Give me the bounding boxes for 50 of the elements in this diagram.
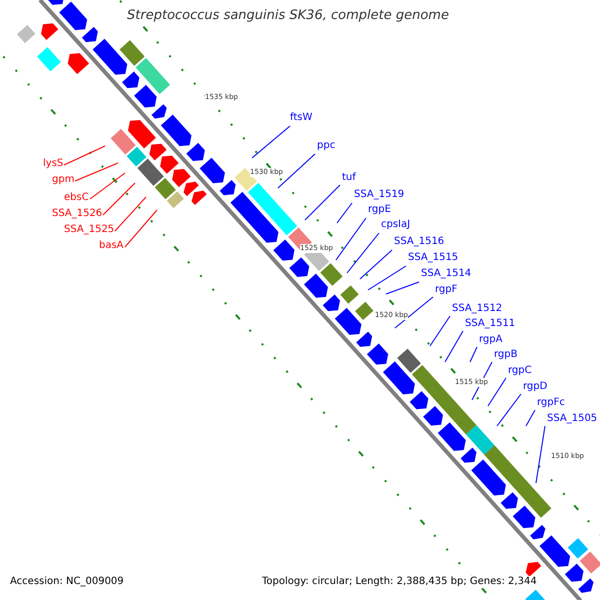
gene-label: SSA_1525 [64,224,114,236]
leader-line [536,426,546,484]
leader-line [346,232,380,274]
gene-label: SSA_1526 [52,208,102,220]
leader-line [470,346,478,362]
gene-label: SSA_1514 [421,268,472,280]
leader-line [368,266,406,290]
accession-text: Accession: NC_009009 [10,576,124,588]
leader-line [488,378,506,406]
leader-line [90,172,126,200]
gene-label: lysS [43,158,64,170]
gene-label: basA [99,240,124,252]
gene-label: tuf [342,172,356,184]
gene-label: SSA_1505 [547,413,598,425]
gene-label: SSA_1515 [408,252,458,264]
leader-line [394,296,434,328]
genome-info-text: Topology: circular; Length: 2,388,435 bp; Genes: 2,344 [262,576,537,588]
leader-line [74,162,118,182]
gene-label: SSA_1519 [354,189,404,201]
leader-line [64,146,106,166]
map-title: Streptococcus sanguinis SK36, complete genome [127,8,449,23]
leader-line [102,182,136,216]
gene-label: ppc [317,140,336,152]
leader-line [278,154,316,188]
leader-line [252,126,290,158]
gene-label: ftsW [290,112,312,124]
gene-label: rgpE [368,204,391,216]
leader-line [496,394,522,426]
leader-line [114,196,146,232]
leader-line [360,250,392,280]
gene-label: SSA_1512 [452,303,502,315]
leader-line [336,202,352,224]
leader-line [444,330,464,362]
gene-label: gpm [52,174,74,186]
leader-line [124,210,158,248]
leader-line [304,184,340,220]
gene-label: SSA_1511 [465,318,516,330]
gene-label: rgpF [435,284,458,296]
gene-label: cpsIaJ [381,219,410,231]
gene-label: rgpFc [537,397,565,409]
gene-label: rgpD [523,381,548,393]
leader-line [386,282,420,294]
gene-label: SSA_1516 [394,236,444,248]
gene-label: rgpC [508,365,532,377]
gene-label: ebsC [64,192,89,204]
leader-line [526,410,536,426]
leader-line [430,316,450,346]
gene-label: rgpB [494,349,518,361]
leader-line [336,218,366,260]
gene-label: rgpA [479,334,502,346]
